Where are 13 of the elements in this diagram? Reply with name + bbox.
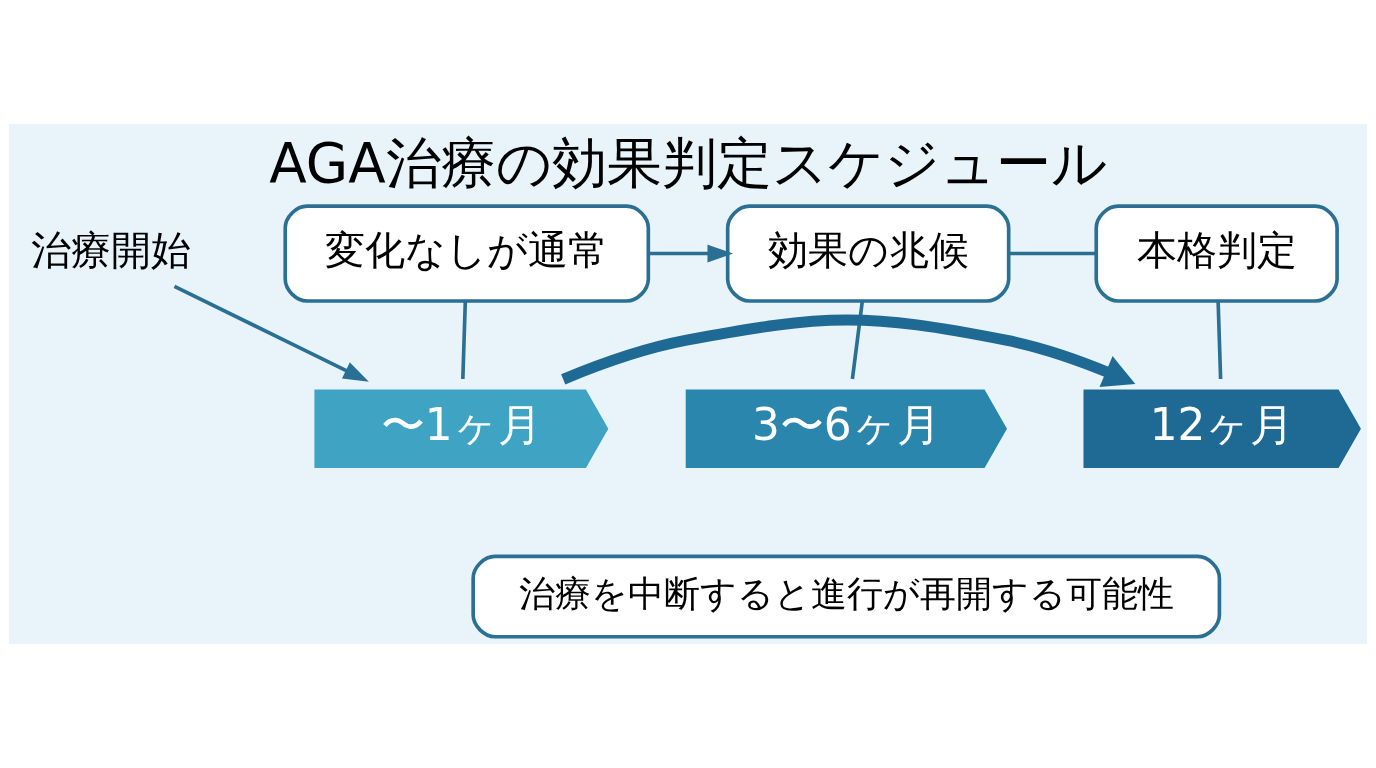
node-box: 本格判定 — [1094, 204, 1339, 303]
diagram-title: AGA治療の効果判定スケジュール — [269, 131, 1107, 196]
connector — [461, 301, 468, 380]
node-box: 効果の兆候 — [725, 204, 1011, 303]
connector — [850, 301, 865, 380]
arrow — [173, 284, 369, 382]
node-box: 治療を中断すると進行が再開する可能性 — [471, 554, 1222, 639]
arrow — [561, 314, 1136, 387]
arrow — [648, 244, 734, 263]
connector — [1009, 251, 1096, 256]
connector — [1216, 301, 1223, 380]
node-text: 治療開始 — [30, 226, 191, 273]
node-box: 変化なしが通常 — [283, 204, 651, 303]
